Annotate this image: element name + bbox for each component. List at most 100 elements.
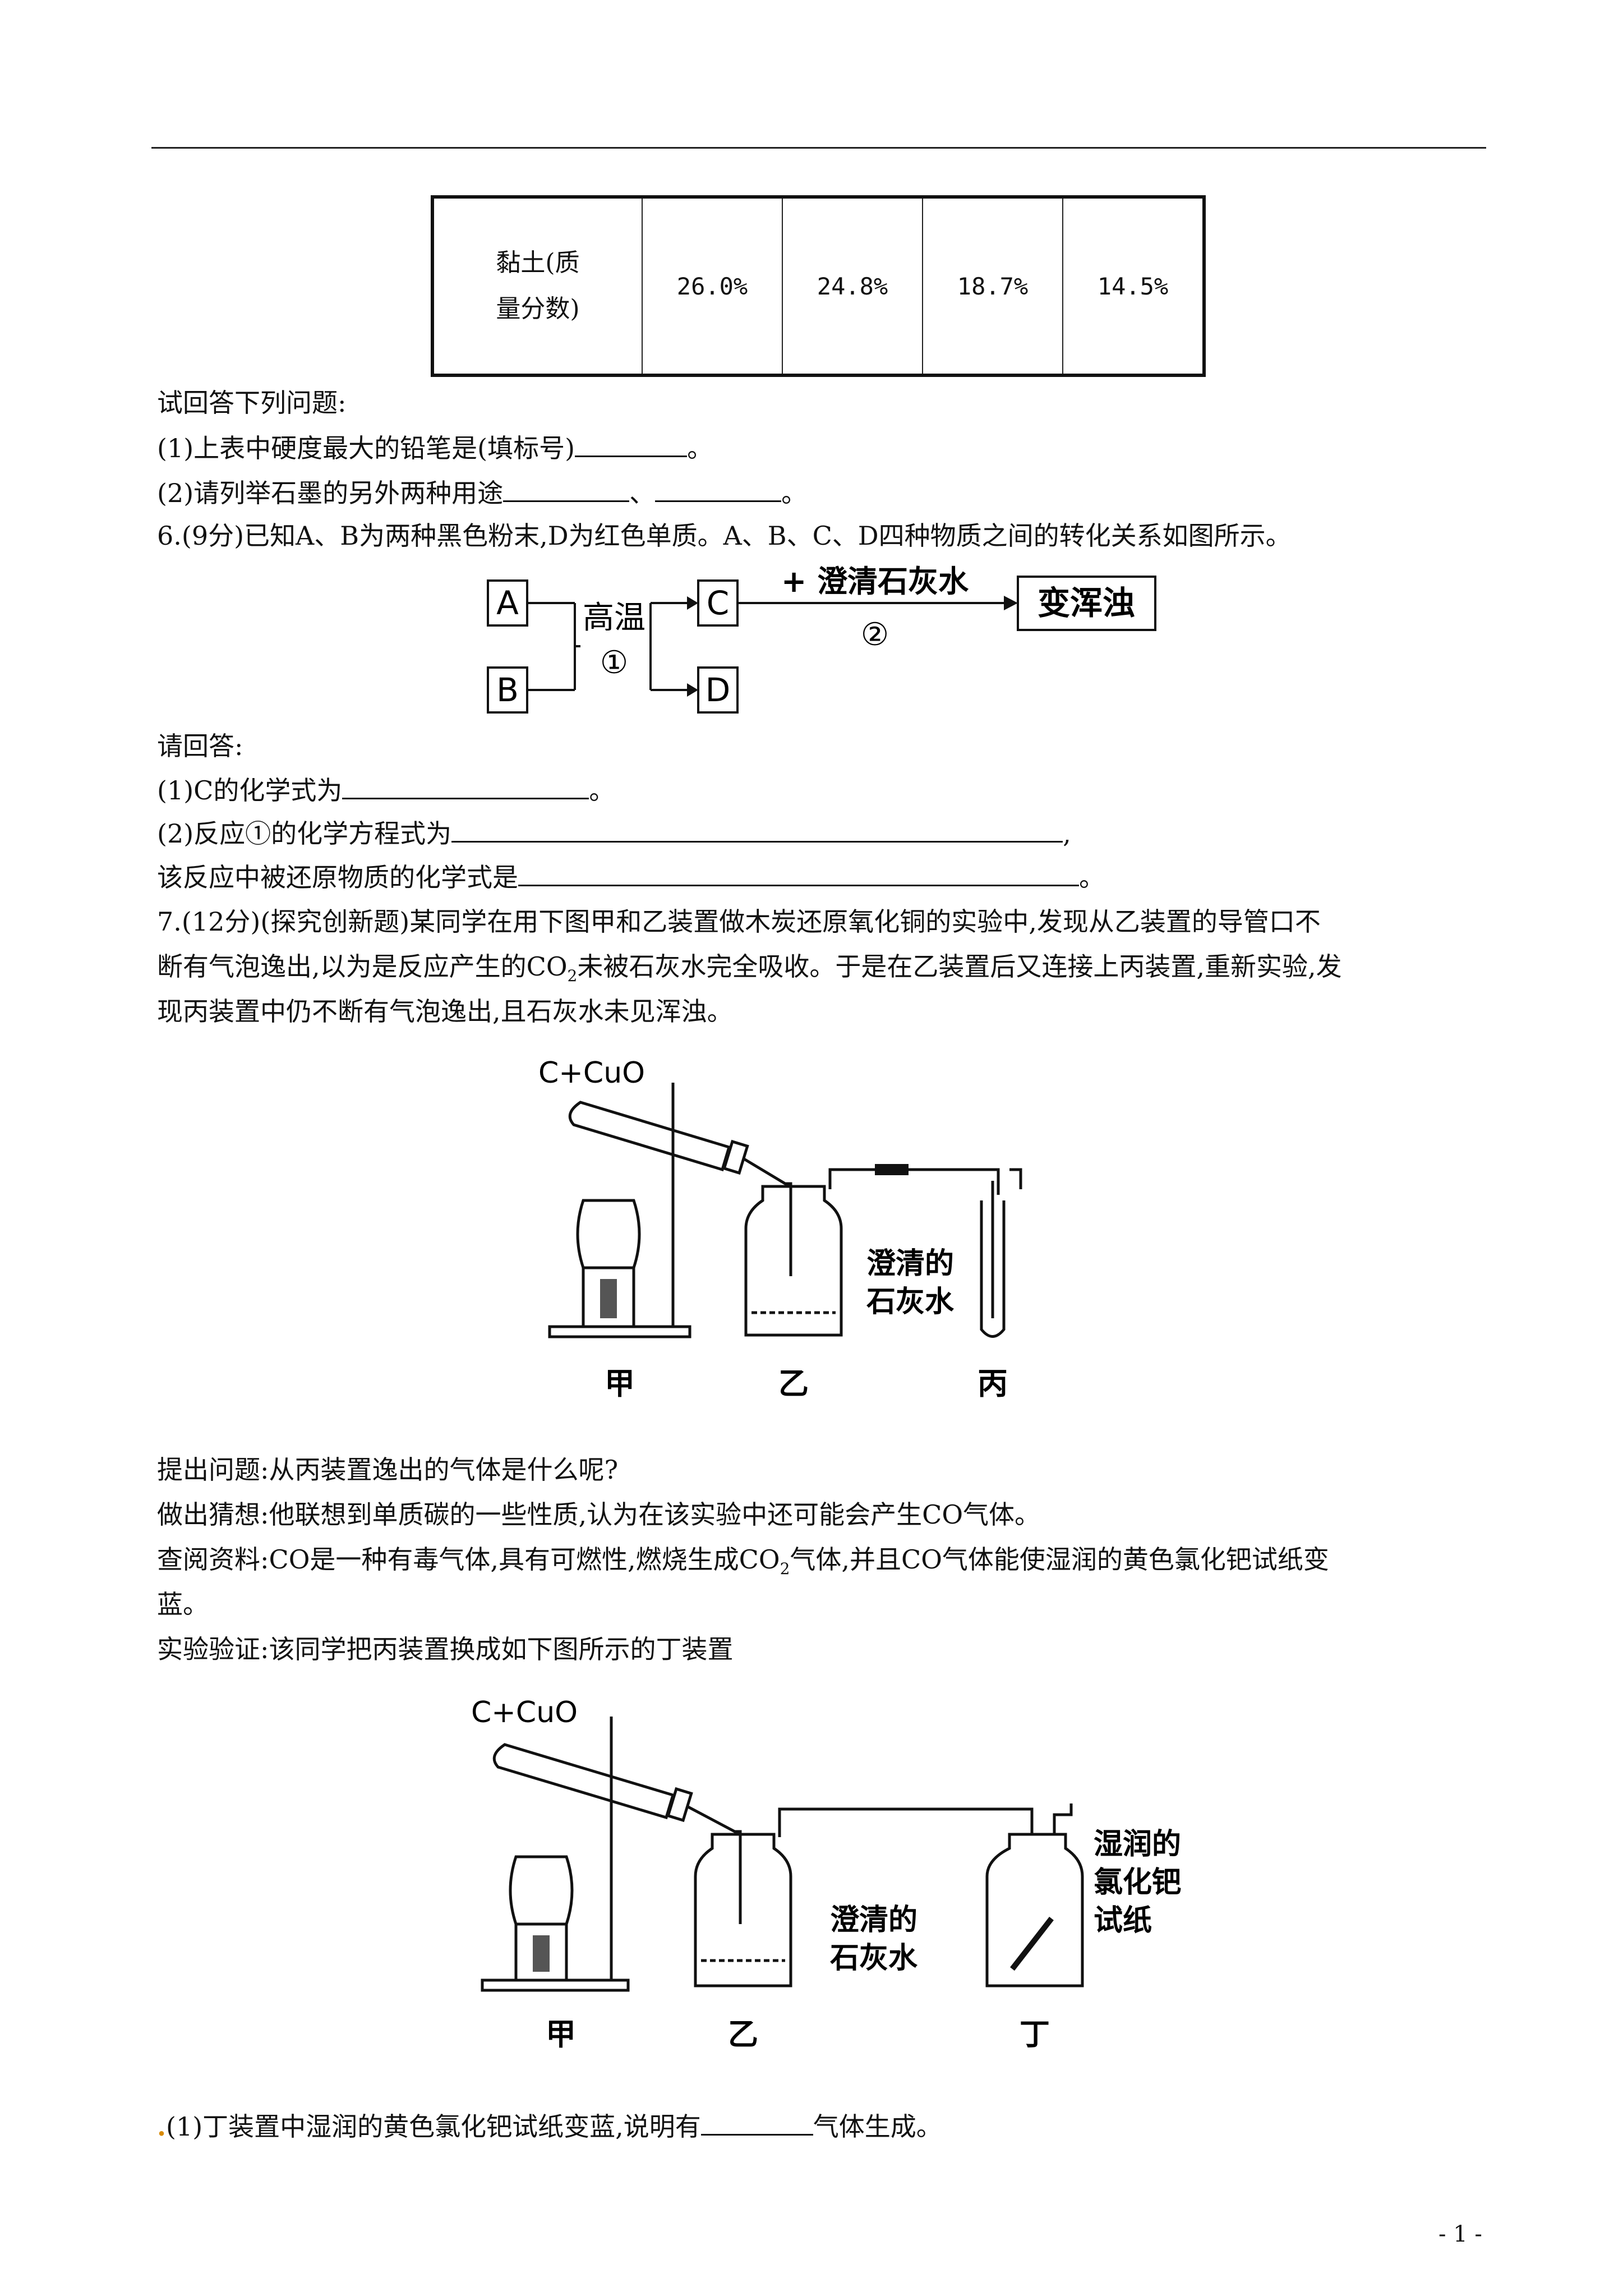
q6-part1-end: 。 bbox=[589, 775, 615, 806]
connecting-tube bbox=[778, 1807, 1034, 1837]
label-d: D bbox=[706, 671, 731, 709]
header-rule bbox=[151, 147, 1486, 149]
limewater-label-2: 石灰水 bbox=[830, 1941, 918, 1975]
test-paper-label-3: 试纸 bbox=[1094, 1904, 1152, 1938]
ding-outlet bbox=[1053, 1803, 1073, 1834]
answer-blank[interactable] bbox=[451, 816, 1063, 843]
reaction-flow-diagram: A B C D 高温 ① + 澄清石灰水 ② 变浑浊 bbox=[487, 564, 1156, 714]
marker-dot: . bbox=[157, 2111, 167, 2142]
q7-stem-line2: 断有气泡逸出,以为是反应产生的CO2未被石灰水完全吸收。于是在乙装置后又连接上丙… bbox=[157, 950, 1342, 993]
merge-lines bbox=[527, 602, 580, 691]
page-number: - 1 - bbox=[1438, 2221, 1482, 2247]
test-tube-bing bbox=[980, 1200, 1006, 1338]
q5-part1: (1)上表中硬度最大的铅笔是(填标号) 。 bbox=[157, 431, 713, 465]
answer-blank[interactable] bbox=[342, 773, 589, 799]
q5-part2-text: (2)请列举石墨的另外两种用途 bbox=[157, 478, 504, 508]
stand-base bbox=[481, 1978, 630, 1992]
bing-tubes bbox=[991, 1168, 1022, 1318]
test-paper-label-2: 氯化钯 bbox=[1094, 1866, 1181, 1899]
q6-part2-text: (2)反应①的化学方程式为 bbox=[157, 818, 452, 849]
lamp-block bbox=[514, 1922, 568, 1982]
q6-part3: 该反应中被还原物质的化学式是 。 bbox=[157, 860, 1105, 894]
q5-part2-sep: 、 bbox=[629, 478, 656, 508]
arrow-heads bbox=[687, 596, 1018, 697]
q7-part1-end: 气体生成。 bbox=[813, 2111, 942, 2142]
q6-stem: 6.(9分)已知A、B为两种黑色粉末,D为红色单质。A、B、C、D四种物质之间的… bbox=[157, 521, 1292, 551]
answer-blank[interactable] bbox=[575, 431, 688, 457]
test-tube bbox=[568, 1101, 731, 1172]
label-yi: 乙 bbox=[778, 1366, 809, 1401]
q7-verify: 实验验证:该同学把丙装置换成如下图所示的丁装置 bbox=[157, 1634, 734, 1664]
connecting-tube bbox=[828, 1168, 1000, 1195]
q6-part3-end: 。 bbox=[1079, 862, 1105, 892]
subscript: 2 bbox=[567, 967, 578, 986]
reagent-label: + 澄清石灰水 bbox=[781, 564, 969, 599]
label-bing: 丙 bbox=[978, 1366, 1008, 1401]
table-row: 黏土(质 量分数) 26.0% 24.8% 18.7% 14.5% bbox=[432, 196, 1205, 376]
split-lines bbox=[649, 602, 693, 691]
reactant-label: C+CuO bbox=[538, 1056, 645, 1090]
limewater-label-2: 石灰水 bbox=[866, 1285, 955, 1319]
row-label-line1: 黏土(质 bbox=[496, 249, 580, 277]
delivery-tube-1 bbox=[742, 1157, 792, 1276]
condition-high-temp: 高温 bbox=[583, 600, 645, 636]
test-tube bbox=[492, 1743, 675, 1820]
test-paper-strip bbox=[1010, 1916, 1054, 1971]
stand-base bbox=[548, 1325, 691, 1338]
result-label: 变浑浊 bbox=[1038, 584, 1135, 622]
answer-blank[interactable] bbox=[700, 2109, 813, 2136]
q7-info-b: 气体,并且CO气体能使湿润的黄色氯化钯试纸变 bbox=[790, 1544, 1329, 1575]
q5-part2: (2)请列举石墨的另外两种用途 、 。 bbox=[157, 476, 807, 510]
answer-blank[interactable] bbox=[518, 860, 1079, 886]
q5-part1-end: 。 bbox=[687, 433, 713, 463]
q7-stem-line2-b: 未被石灰水完全吸收。于是在乙装置后又连接上丙装置,重新实验,发 bbox=[577, 951, 1342, 982]
reaction-number-2: ② bbox=[861, 616, 889, 653]
q7-question: 提出问题:从丙装置逸出的气体是什么呢? bbox=[157, 1455, 619, 1485]
q6-ask: 请回答: bbox=[157, 731, 243, 761]
q7-stem-line1: 7.(12分)(探究创新题)某同学在用下图甲和乙装置做木炭还原氧化铜的实验中,发… bbox=[157, 907, 1321, 937]
table-cell: 26.0% bbox=[642, 196, 783, 376]
bottle-yi bbox=[694, 1833, 792, 1987]
q6-part2: (2)反应①的化学方程式为, bbox=[157, 816, 1071, 850]
label-jia: 甲 bbox=[546, 2017, 576, 2052]
limewater-label-1: 澄清的 bbox=[866, 1247, 954, 1281]
label-a: A bbox=[496, 584, 519, 622]
q6-part1: (1)C的化学式为。 bbox=[157, 773, 615, 807]
box-result bbox=[1017, 576, 1156, 631]
row-label: 黏土(质 量分数) bbox=[432, 196, 643, 376]
answer-blank[interactable] bbox=[655, 476, 782, 502]
q7-stem-line2-a: 断有气泡逸出,以为是反应产生的CO bbox=[157, 951, 568, 982]
rubber-joint bbox=[875, 1164, 909, 1175]
q7-part1: .(1)丁装置中湿润的黄色氯化钯试纸变蓝,说明有 气体生成。 bbox=[157, 2109, 942, 2143]
q7-info-a: 查阅资料:CO是一种有毒气体,具有可燃性,燃烧生成CO bbox=[157, 1544, 780, 1575]
q6-part3-text: 该反应中被还原物质的化学式是 bbox=[157, 862, 518, 892]
answer-blank[interactable] bbox=[503, 476, 630, 502]
q5-part2-end: 。 bbox=[781, 478, 808, 508]
label-ding: 丁 bbox=[1020, 2017, 1050, 2052]
q5-part1-text: (1)上表中硬度最大的铅笔是(填标号) bbox=[157, 433, 575, 463]
apparatus-figure-1: C+CuO 澄清的 石灰水 甲 乙 丙 bbox=[538, 1056, 1022, 1401]
bottle-yi bbox=[744, 1185, 843, 1337]
lamp-hatch bbox=[533, 1935, 550, 1972]
alcohol-lamp bbox=[576, 1199, 641, 1269]
reaction-number-1: ① bbox=[600, 645, 628, 681]
q7-guess: 做出猜想:他联想到单质碳的一些性质,认为在该实验中还可能会产生CO气体。 bbox=[157, 1499, 1041, 1530]
limewater-label-1: 澄清的 bbox=[830, 1903, 917, 1937]
q7-stem-line3: 现丙装置中仍不断有气泡逸出,且石灰水未见浑浊。 bbox=[157, 996, 733, 1027]
table-cell: 18.7% bbox=[922, 196, 1063, 376]
pencil-table: 黏土(质 量分数) 26.0% 24.8% 18.7% 14.5% bbox=[431, 195, 1206, 377]
q7-info: 查阅资料:CO是一种有毒气体,具有可燃性,燃烧生成CO2气体,并且CO气体能使湿… bbox=[157, 1543, 1329, 1586]
subscript: 2 bbox=[780, 1559, 790, 1579]
table-cell: 24.8% bbox=[782, 196, 923, 376]
label-b: B bbox=[496, 671, 519, 709]
bottle-ding bbox=[985, 1833, 1084, 1987]
row-label-line2: 量分数) bbox=[496, 295, 580, 323]
label-yi: 乙 bbox=[728, 2017, 758, 2052]
reactant-label: C+CuO bbox=[471, 1696, 578, 1729]
label-jia: 甲 bbox=[605, 1366, 635, 1401]
table-cell: 14.5% bbox=[1062, 196, 1205, 376]
q5-intro: 试回答下列问题: bbox=[157, 388, 347, 418]
alcohol-lamp bbox=[509, 1855, 574, 1926]
q6-part2-end: , bbox=[1063, 818, 1071, 849]
q7-part1-text: (1)丁装置中湿润的黄色氯化钯试纸变蓝,说明有 bbox=[166, 2111, 701, 2142]
